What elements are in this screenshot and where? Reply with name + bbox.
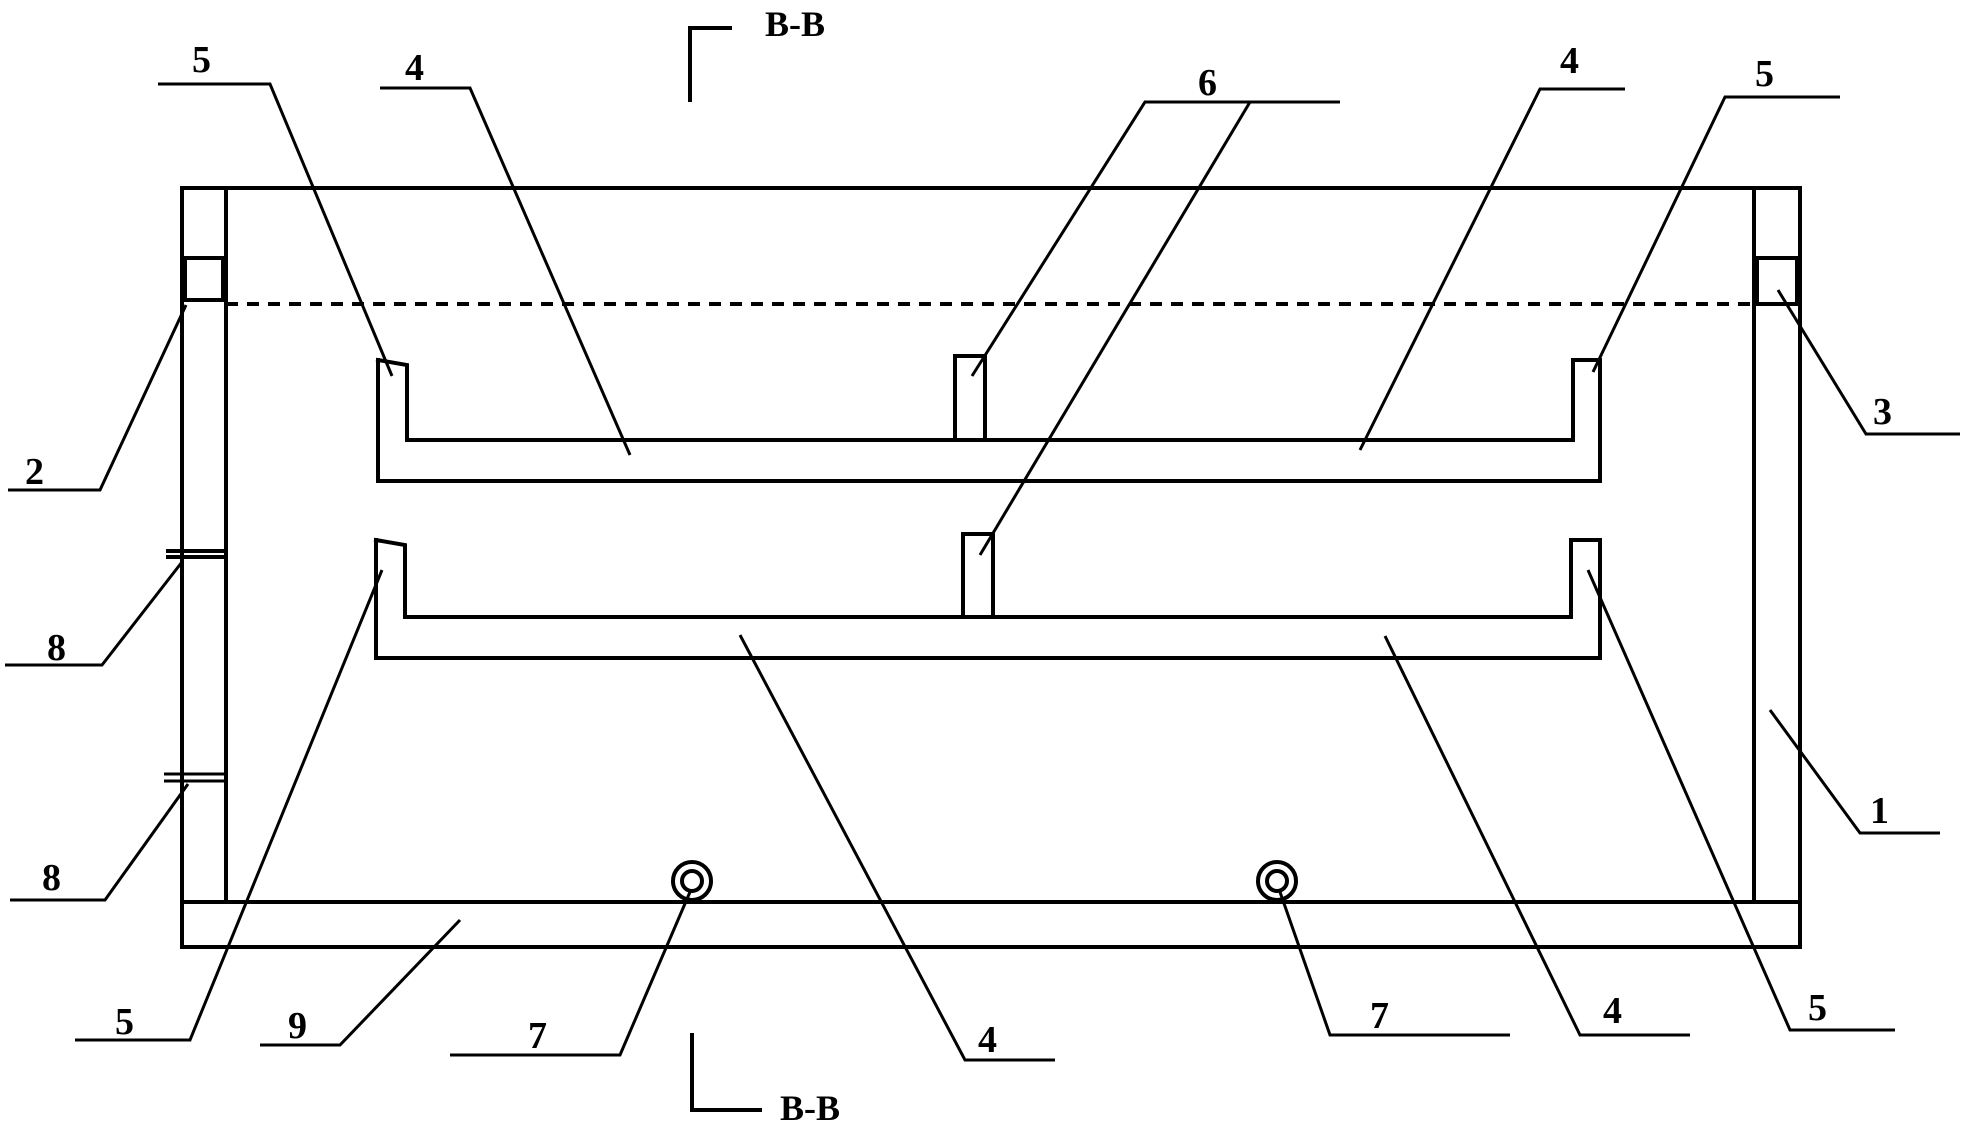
label-end-plate-lower-left: 5 [115,1001,134,1043]
right-top-block [1755,256,1799,306]
label-end-plate-upper-right: 5 [1755,53,1774,95]
base-plate [180,900,1802,949]
lower-trough [373,532,1602,660]
tank-body [180,186,1802,904]
label-trough-upper-left: 4 [405,47,424,89]
section-mark-bottom-text: B-B [780,1088,840,1124]
label-left-top-block: 2 [25,451,44,493]
label-roller-left: 7 [528,1015,547,1057]
valve-lower [164,772,226,783]
center-plate-lower [961,532,995,619]
label-end-plate-upper-left: 5 [192,39,211,81]
valve-upper [166,549,226,559]
section-mark-top: B-B [688,4,825,102]
label-tank-wall: 1 [1870,790,1889,832]
label-valve-lower: 8 [42,857,61,899]
section-mark-top-text: B-B [765,4,825,44]
label-trough-lower-right: 4 [1603,990,1622,1032]
roller-right [1256,860,1298,902]
center-plate-upper [953,354,987,442]
label-valve-upper: 8 [47,627,66,669]
label-base: 9 [288,1005,307,1047]
left-top-block [183,256,225,302]
label-roller-right: 7 [1370,995,1389,1037]
upper-trough [375,354,1602,483]
leader-lines [5,82,1960,1062]
section-mark-bottom: B-B [690,1033,840,1124]
label-end-plate-lower-right: 5 [1808,987,1827,1029]
roller-left [671,860,713,902]
label-trough-upper-right: 4 [1560,40,1579,82]
label-trough-lower-left: 4 [978,1019,997,1061]
label-right-top-block: 3 [1873,391,1892,433]
label-center-plate: 6 [1198,62,1217,104]
